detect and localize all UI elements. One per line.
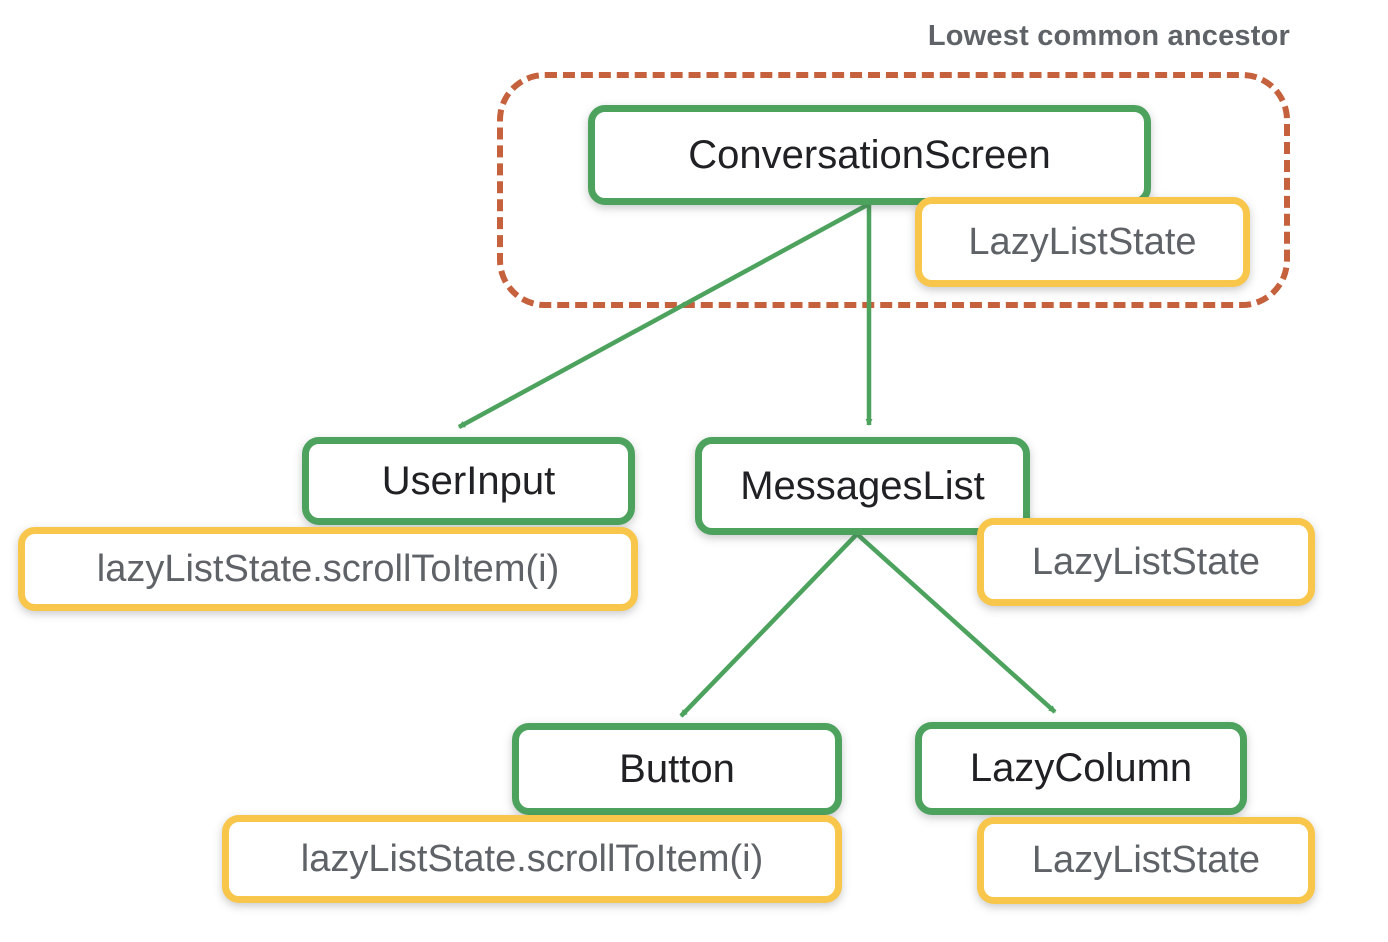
node-userinput-scrolltoitem-call: lazyListState.scrollToItem(i) (18, 527, 638, 611)
lowest-common-ancestor-label: Lowest common ancestor (927, 20, 1290, 52)
node-messages-list: MessagesList (695, 437, 1030, 535)
node-button: Button (512, 723, 842, 815)
node-lazy-column: LazyColumn (915, 722, 1247, 815)
lowest-common-ancestor-boundary (497, 72, 1290, 308)
node-user-input: UserInput (302, 437, 635, 525)
node-conversation-screen: ConversationScreen (588, 105, 1151, 205)
node-button-scrolltoitem-call: lazyListState.scrollToItem(i) (222, 815, 842, 903)
edge-messageslist-button (679, 532, 859, 718)
node-lazyliststate-root: LazyListState (915, 197, 1250, 287)
edge-conversationscreen-userinput (457, 202, 871, 429)
edge-messageslist-lazycolumn (855, 532, 1057, 714)
node-lazyliststate-lazycolumn: LazyListState (977, 817, 1315, 904)
node-lazyliststate-messageslist: LazyListState (977, 518, 1315, 606)
